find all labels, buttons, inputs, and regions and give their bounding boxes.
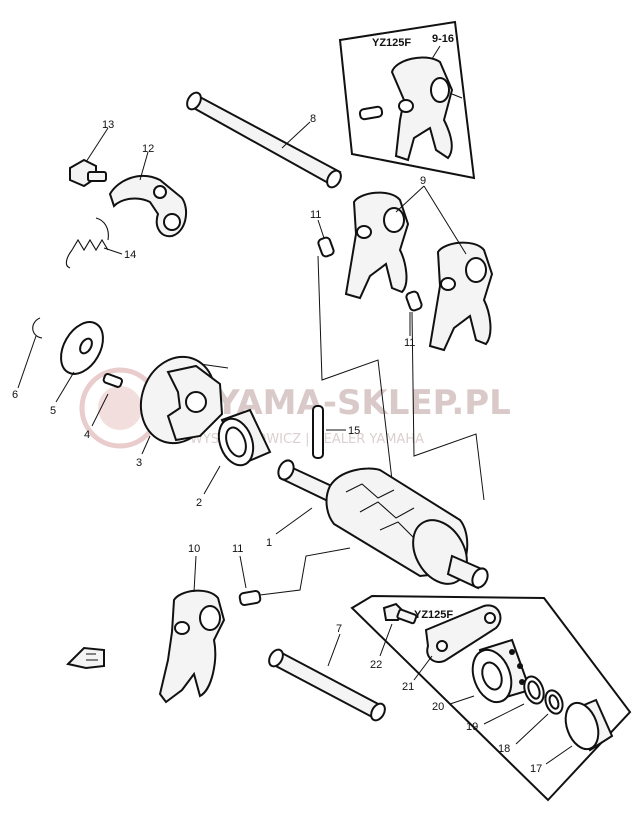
- part-9-shift-fork-b: [428, 241, 494, 352]
- part-2-needle-bearing: 2: [196, 408, 272, 509]
- callout-22: 22: [370, 659, 382, 671]
- part-21-plate: 21: [402, 604, 502, 693]
- callout-4: 4: [84, 429, 90, 441]
- callout-17: 17: [530, 763, 542, 775]
- callout-18: 18: [498, 743, 510, 755]
- inset-bottom-model: YZ125F: [414, 609, 453, 621]
- part-17-cap: 17: [530, 698, 614, 775]
- part-6-circlip: 6: [12, 317, 43, 401]
- part-1-shift-cam: 1: [266, 459, 489, 590]
- part-11-guide-pin-b: 11: [404, 290, 423, 349]
- callout-5: 5: [50, 405, 56, 417]
- assembly-lines: [199, 255, 485, 597]
- callout-7: 7: [336, 623, 342, 635]
- part-12-stopper-lever: 12: [108, 143, 188, 238]
- inset-top: YZ125F 9-16: [338, 20, 476, 180]
- front-arrow-icon: [66, 646, 105, 670]
- part-7-fork-shaft: 7: [268, 623, 386, 722]
- part-8-fork-shaft: 8: [186, 91, 342, 189]
- callout-1: 1: [266, 537, 272, 549]
- part-10-shift-fork: 10: [158, 543, 226, 704]
- watermark: YAMA-SKLEP.PL WYSOJ CHOWICZ | DEALER YAM…: [79, 367, 511, 449]
- callout-14: 14: [124, 249, 136, 261]
- callout-20: 20: [432, 701, 444, 713]
- part-9-shift-fork-a: [344, 191, 410, 300]
- part-5-washer: 5: [50, 321, 104, 417]
- part-18-washer: 18: [498, 689, 564, 755]
- callout-19: 19: [466, 721, 478, 733]
- callout-3: 3: [136, 457, 142, 469]
- inset-top-ref: 9-16: [432, 33, 454, 45]
- inset-bottom: YZ125F 22 21 20 19: [350, 594, 632, 802]
- callout-15: 15: [348, 425, 360, 437]
- part-11-guide-pin-c: 11: [232, 543, 262, 607]
- inset-top-model: YZ125F: [372, 37, 411, 49]
- part-19-circlip: 19: [466, 675, 545, 733]
- callout-10: 10: [188, 543, 200, 555]
- callout-12: 12: [142, 143, 154, 155]
- callout-9: 9: [420, 175, 426, 187]
- callout-11c: 11: [232, 543, 243, 555]
- watermark-brand: YAMA-SKLEP.PL: [214, 383, 511, 423]
- part-14-spring: 14: [65, 217, 136, 269]
- part-15-pin: 15: [312, 405, 360, 459]
- callout-8: 8: [310, 113, 316, 125]
- callout-21: 21: [402, 681, 414, 693]
- callout-6: 6: [12, 389, 18, 401]
- inset-shift-fork: [390, 56, 463, 162]
- inset-pin: [358, 105, 384, 121]
- callout-11a: 11: [310, 209, 321, 221]
- part-3-cam-segment: 3: [136, 355, 224, 469]
- part-13-bolt: 13: [69, 119, 114, 188]
- callout-13: 13: [102, 119, 114, 131]
- part-4-dowel-pin: 4: [84, 373, 123, 441]
- callout-11b: 11: [404, 337, 415, 349]
- part-11-guide-pin-a: 11: [310, 209, 335, 258]
- callout-2: 2: [196, 497, 202, 509]
- part-22-bolt: 22: [370, 602, 418, 671]
